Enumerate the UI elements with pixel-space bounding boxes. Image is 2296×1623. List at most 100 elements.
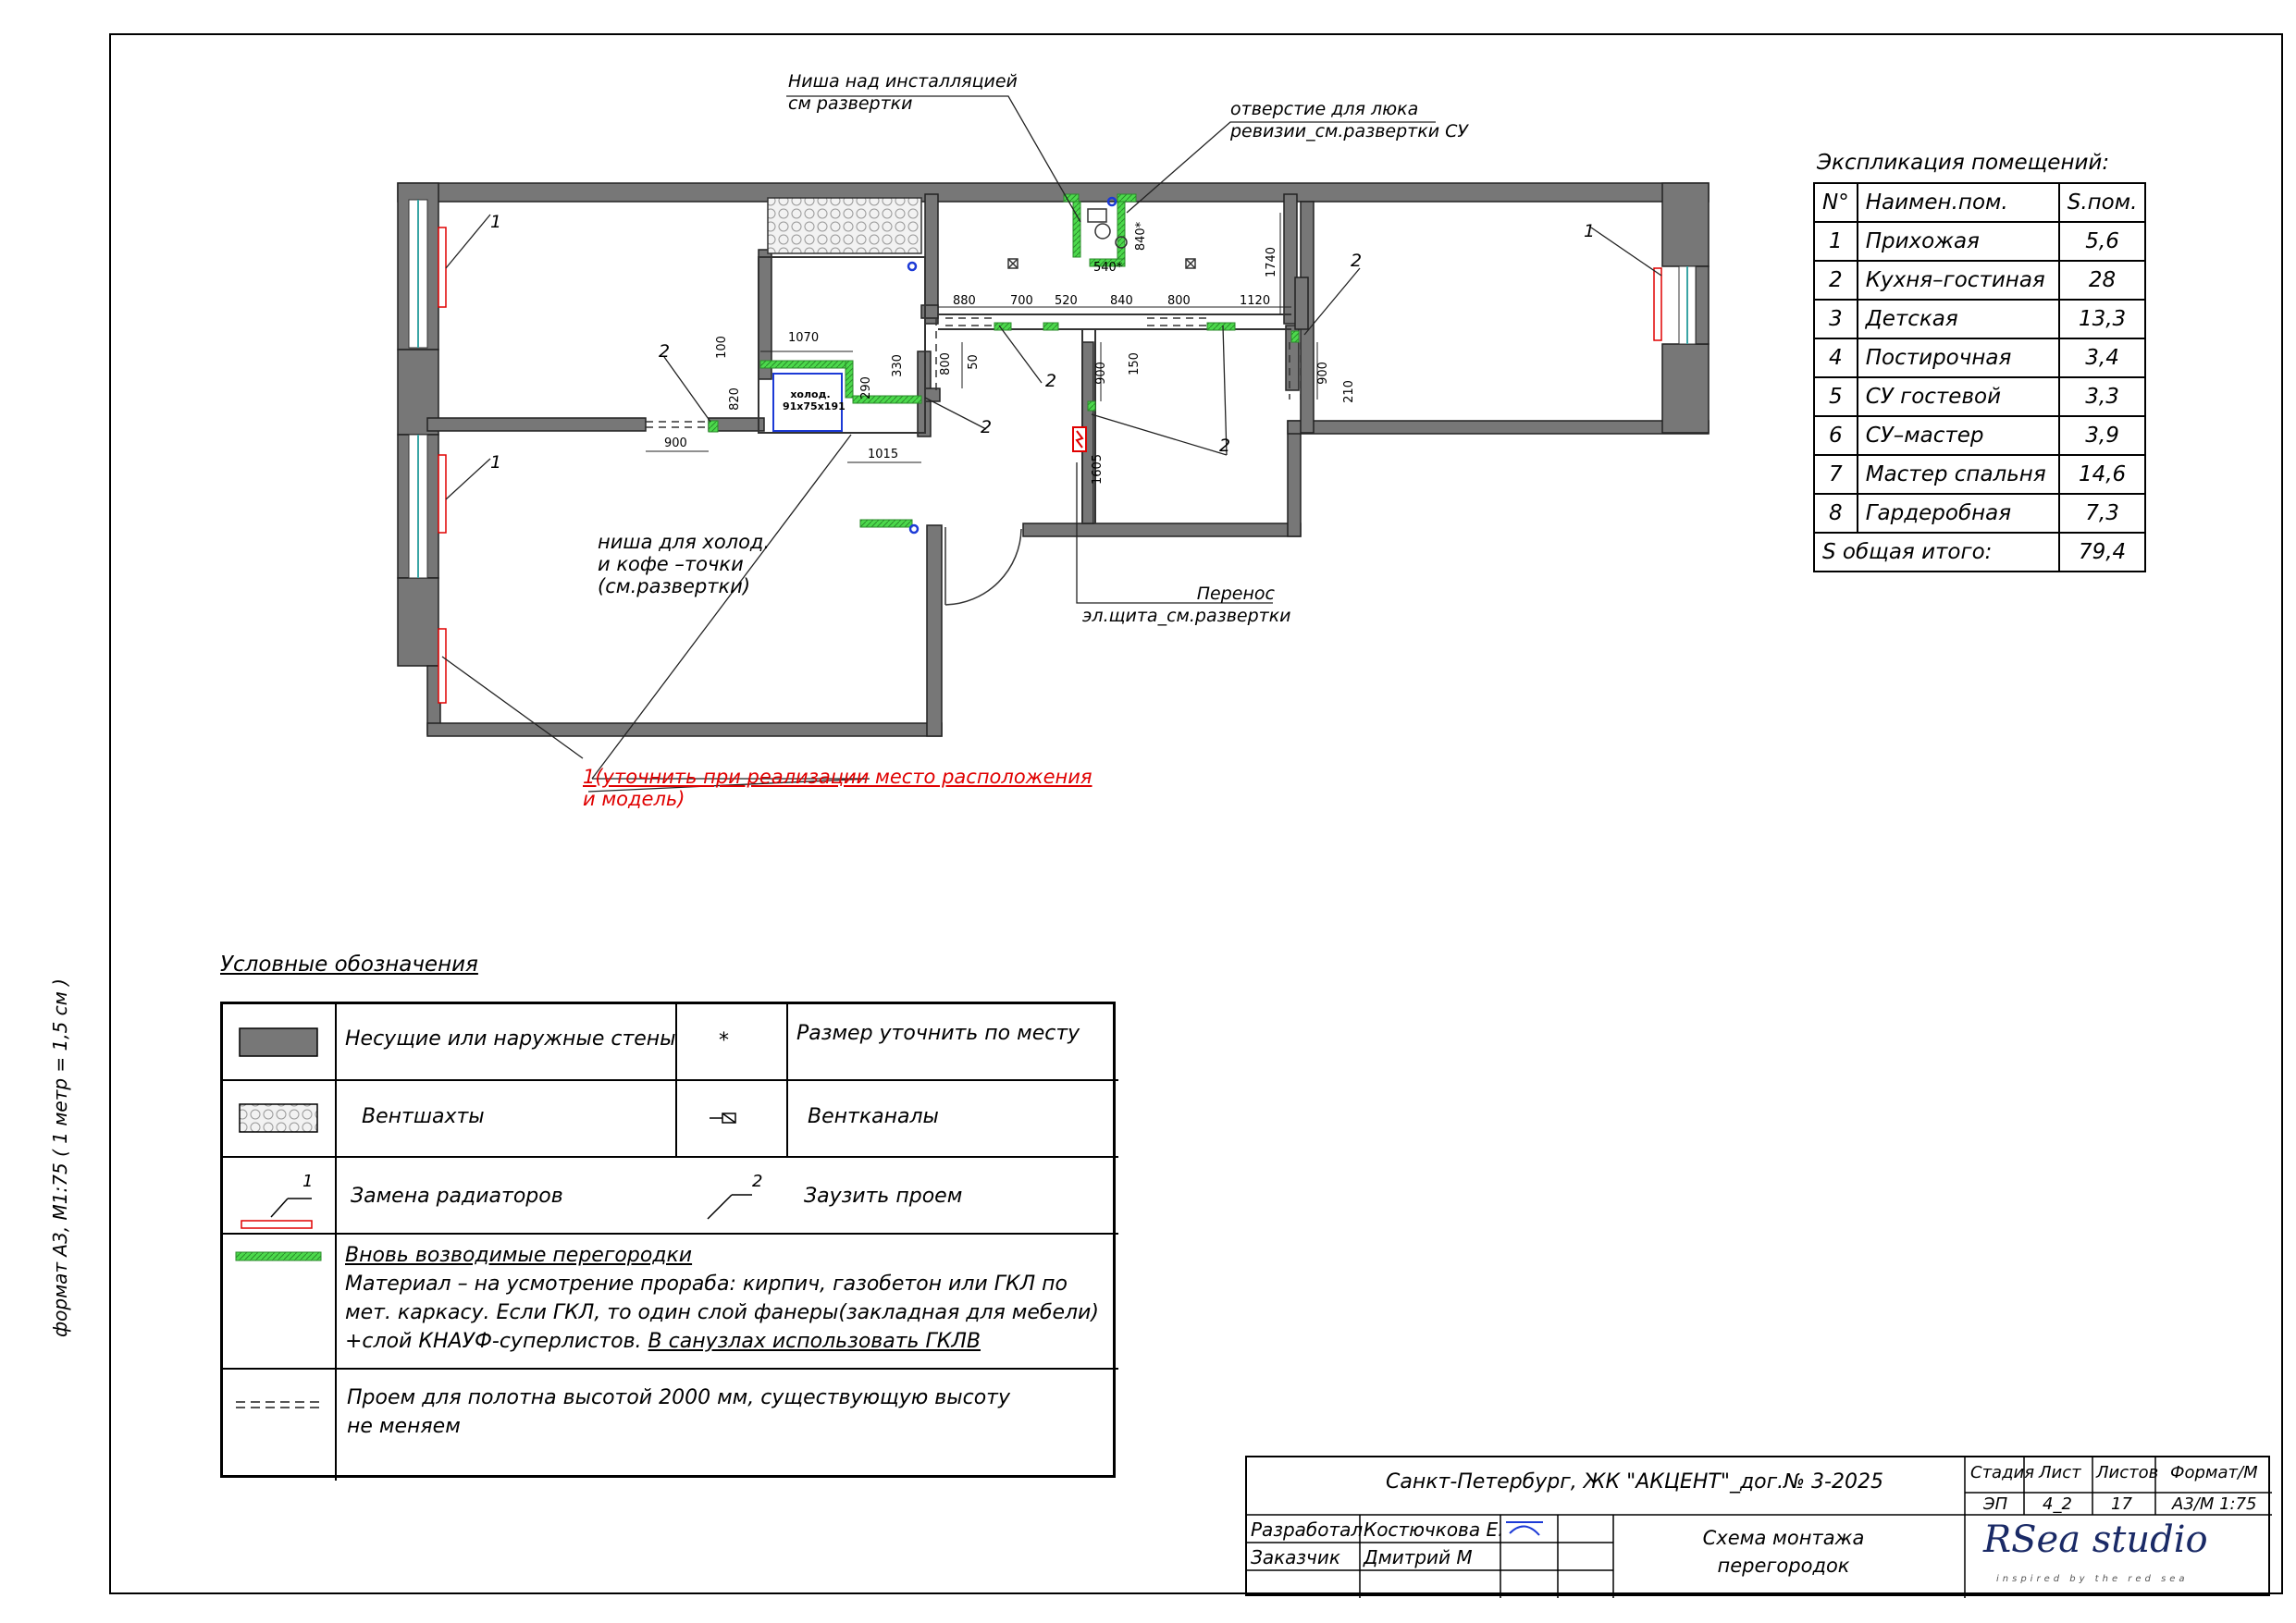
legend-opening-icon bbox=[236, 1401, 321, 1408]
title-block: Санкт-Петербург, ЖК "АКЦЕНТ"_дог.№ 3-202… bbox=[1245, 1456, 2272, 1598]
fridge-box bbox=[772, 373, 843, 432]
fridge-label: холод.91x75x191 bbox=[783, 388, 846, 412]
table-header-row: N° Наимен.пом. S.пом. bbox=[1813, 182, 2147, 223]
blue-markers bbox=[907, 196, 1117, 535]
row-area: 13,3 bbox=[2057, 299, 2147, 339]
row-name: СУ–мастер bbox=[1856, 415, 2060, 456]
legend-title: Условные обозначения bbox=[220, 953, 478, 977]
header-name: Наимен.пом. bbox=[1856, 182, 2060, 223]
stage-value: ЭП bbox=[1983, 1494, 2008, 1514]
marker-narrow-2: 2 bbox=[981, 417, 993, 437]
row-area: 3,9 bbox=[2057, 415, 2147, 456]
dim: 330 bbox=[890, 354, 905, 377]
legend-new-walls-text: Материал – на усмотрение прораба: кирпич… bbox=[345, 1273, 1068, 1296]
row-name: СУ гостевой bbox=[1856, 376, 2060, 417]
row-name: Прихожая bbox=[1856, 221, 2060, 262]
total-label: S общая итого: bbox=[1813, 532, 2060, 572]
dim: 900 bbox=[664, 436, 687, 450]
drawing-name: Схема монтажа перегородок bbox=[1702, 1527, 1865, 1577]
dim: 50 bbox=[966, 354, 981, 370]
row-num: 3 bbox=[1813, 299, 1858, 339]
dim: 840* bbox=[1134, 221, 1149, 252]
sheets-header: Листов bbox=[2096, 1463, 2159, 1482]
sheet-header: Лист bbox=[2039, 1463, 2081, 1482]
legend-new-walls-text: +слой КНАУФ-суперлистов. В санузлах испо… bbox=[345, 1330, 981, 1353]
sheets-value: 17 bbox=[2111, 1494, 2132, 1514]
legend-opening-text: не меняем bbox=[347, 1415, 461, 1438]
header-area: S.пом. bbox=[2057, 182, 2147, 223]
legend: Несущие или наружные стены * Размер уточ… bbox=[220, 1002, 1118, 1481]
row-area: 3,3 bbox=[2057, 376, 2147, 417]
legend-narrow-marker: 2 bbox=[752, 1172, 763, 1191]
legend-new-walls: Вновь возводимые перегородки Материал – … bbox=[345, 1241, 1099, 1356]
label-fridge-niche: ниша для холод.и кофе –точки(см.развертк… bbox=[598, 531, 771, 597]
row-name: Кухня–гостиная bbox=[1856, 260, 2060, 301]
legend-opening: Проем для полотна высотой 2000 мм, сущес… bbox=[347, 1383, 1010, 1441]
dim: 210 bbox=[1341, 380, 1356, 403]
dim: 800 bbox=[1167, 294, 1191, 308]
load-bearing-walls bbox=[397, 182, 1710, 737]
legend-narrow: Заузить проем bbox=[804, 1185, 963, 1208]
dim: 800 bbox=[938, 352, 953, 375]
dim: 900 bbox=[1093, 362, 1108, 385]
marker-radiator-1: 1 bbox=[490, 212, 502, 232]
dimension-lines bbox=[646, 213, 1318, 463]
row-num: 2 bbox=[1813, 260, 1858, 301]
new-partitions bbox=[708, 193, 1300, 528]
total-value: 79,4 bbox=[2057, 532, 2147, 572]
format-value: А3/М 1:75 bbox=[2172, 1494, 2257, 1514]
developer-name: Костючкова Е. bbox=[1364, 1518, 1504, 1541]
dim: 900 bbox=[1315, 362, 1330, 385]
leader-lines bbox=[441, 95, 1662, 793]
legend-new-walls-title: Вновь возводимые перегородки bbox=[345, 1244, 693, 1267]
legend-size-star: Размер уточнить по месту bbox=[796, 1022, 1080, 1045]
marker-narrow-3: 2 bbox=[1045, 371, 1057, 391]
dim: 1740 bbox=[1265, 246, 1279, 278]
dim: 1015 bbox=[868, 448, 899, 461]
row-area: 28 bbox=[2057, 260, 2147, 301]
dim: 880 bbox=[953, 294, 976, 308]
legend-radiators: Замена радиаторов bbox=[351, 1185, 563, 1208]
studio-logo: RSea studio bbox=[1983, 1518, 2208, 1561]
format-header: Формат/М bbox=[2170, 1463, 2258, 1482]
marker-radiator-2: 1 bbox=[490, 452, 502, 473]
marker-narrow-5: 2 bbox=[1351, 251, 1363, 271]
sheet-value: 4_2 bbox=[2043, 1494, 2072, 1514]
dim: 150 bbox=[1127, 352, 1142, 375]
row-area: 7,3 bbox=[2057, 493, 2147, 534]
dim: 520 bbox=[1055, 294, 1078, 308]
windows bbox=[408, 199, 1697, 579]
stage-header: Стадия bbox=[1970, 1463, 2035, 1482]
marker-narrow-4: 2 bbox=[1219, 436, 1231, 456]
row-num: 6 bbox=[1813, 415, 1858, 456]
legend-new-walls-text: мет. каркасу. Если ГКЛ, то один слой фан… bbox=[345, 1301, 1099, 1324]
dim: 1070 bbox=[788, 331, 820, 345]
header-num: N° bbox=[1813, 182, 1858, 223]
developer-label: Разработал bbox=[1251, 1518, 1364, 1541]
dim: 700 bbox=[1010, 294, 1033, 308]
row-name: Постирочная bbox=[1856, 338, 2060, 378]
dim: 1605 bbox=[1091, 453, 1105, 486]
legend-grid bbox=[223, 1004, 1118, 1481]
row-area: 5,6 bbox=[2057, 221, 2147, 262]
client-label: Заказчик bbox=[1251, 1546, 1340, 1568]
row-name: Гардеробная bbox=[1856, 493, 2060, 534]
signature-mark bbox=[1506, 1521, 1543, 1536]
row-num: 4 bbox=[1813, 338, 1858, 378]
label-radiator-note: 1(уточнить при реализации место располож… bbox=[583, 766, 1092, 810]
dim: 540* bbox=[1093, 261, 1123, 275]
dim: 840 bbox=[1110, 294, 1133, 308]
door-openings bbox=[646, 317, 1302, 428]
row-num: 1 bbox=[1813, 221, 1858, 262]
client-name: Дмитрий М bbox=[1364, 1546, 1473, 1568]
legend-wall-swatch bbox=[239, 1027, 318, 1057]
sheet-frame bbox=[109, 33, 2283, 1594]
